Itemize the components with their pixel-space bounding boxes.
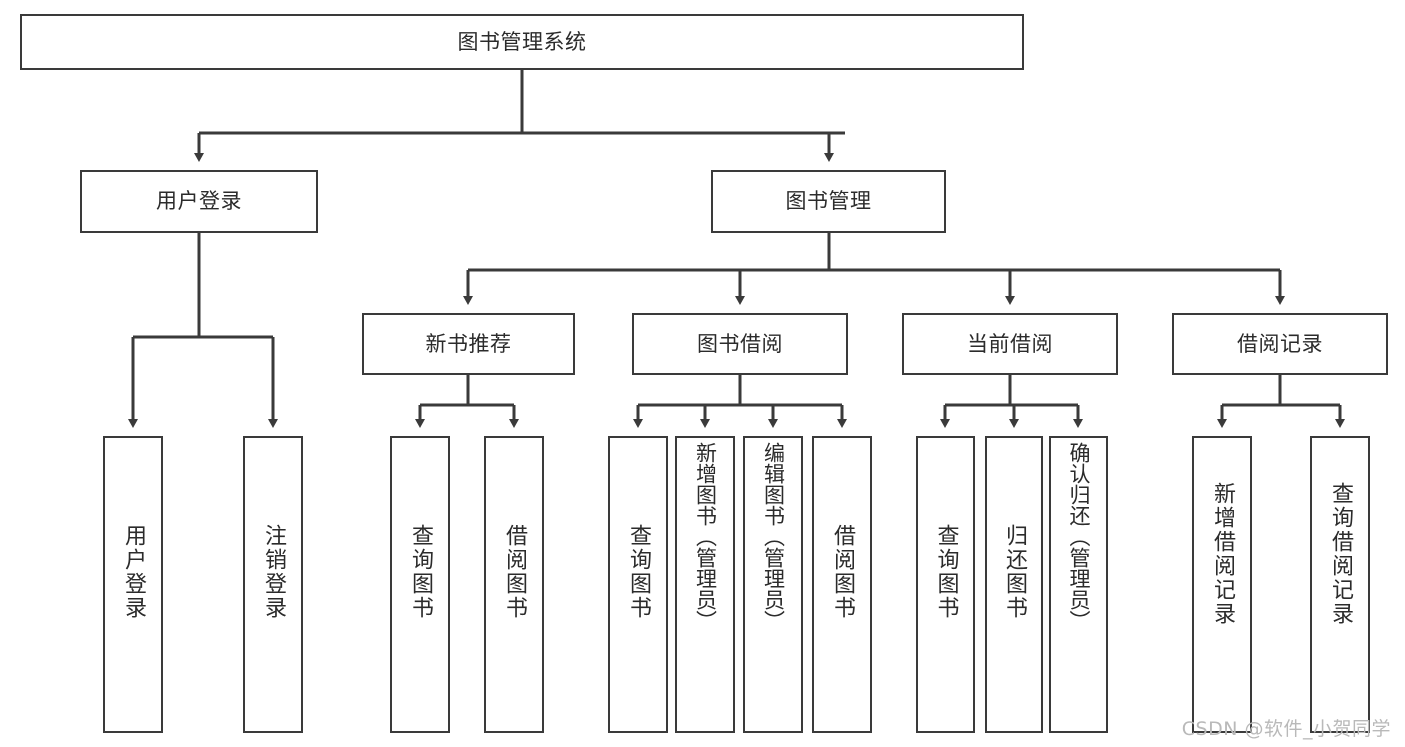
node-label: 借阅记录 [1237, 331, 1323, 356]
leaf-record-add-record[interactable]: 新增借阅记录 [1192, 436, 1252, 733]
node-label: 查询图书 [626, 524, 651, 620]
node-label: 借阅图书 [830, 524, 855, 620]
node-label: 确认归还（管理员） [1067, 442, 1091, 631]
node-label: 查询借阅记录 [1328, 482, 1353, 626]
node-label: 用户登录 [121, 524, 146, 620]
node-label: 用户登录 [156, 189, 242, 214]
leaf-current-return-book[interactable]: 归还图书 [985, 436, 1043, 733]
node-label: 注销登录 [261, 524, 286, 620]
watermark-text: CSDN @软件_小贺同学 [1181, 718, 1391, 740]
leaf-user-login-logout[interactable]: 注销登录 [243, 436, 303, 733]
leaf-borrow-edit-book-admin[interactable]: 编辑图书（管理员） [743, 436, 803, 733]
leaf-borrow-add-book-admin[interactable]: 新增图书（管理员） [675, 436, 735, 733]
leaf-borrow-query-book[interactable]: 查询图书 [608, 436, 668, 733]
node-label: 查询图书 [933, 524, 959, 620]
node-label: 图书管理 [785, 189, 872, 214]
node-label: 归还图书 [1002, 524, 1027, 620]
node-book-management[interactable]: 图书管理 [711, 170, 946, 233]
node-label: 新书推荐 [425, 331, 512, 356]
leaf-record-query-record[interactable]: 查询借阅记录 [1310, 436, 1370, 733]
node-current-borrow[interactable]: 当前借阅 [902, 313, 1118, 375]
node-new-book-recommend[interactable]: 新书推荐 [362, 313, 575, 375]
node-label: 新增借阅记录 [1210, 482, 1235, 626]
node-book-borrow[interactable]: 图书借阅 [632, 313, 848, 375]
node-label: 当前借阅 [967, 331, 1053, 356]
node-label: 新增图书（管理员） [693, 442, 718, 631]
leaf-user-login-login[interactable]: 用户登录 [103, 436, 163, 733]
node-root-system[interactable]: 图书管理系统 [20, 14, 1024, 70]
node-user-login[interactable]: 用户登录 [80, 170, 318, 233]
node-label: 图书管理系统 [457, 29, 587, 54]
leaf-recommend-borrow-book[interactable]: 借阅图书 [484, 436, 544, 733]
leaf-current-query-book[interactable]: 查询图书 [916, 436, 975, 733]
leaf-current-confirm-return-admin[interactable]: 确认归还（管理员） [1049, 436, 1108, 733]
node-label: 图书借阅 [697, 331, 783, 356]
leaf-recommend-query-book[interactable]: 查询图书 [390, 436, 450, 733]
node-borrow-record[interactable]: 借阅记录 [1172, 313, 1388, 375]
leaf-borrow-borrow-book[interactable]: 借阅图书 [812, 436, 872, 733]
node-label: 编辑图书（管理员） [761, 442, 786, 631]
node-label: 借阅图书 [502, 524, 527, 620]
node-label: 查询图书 [408, 524, 433, 620]
